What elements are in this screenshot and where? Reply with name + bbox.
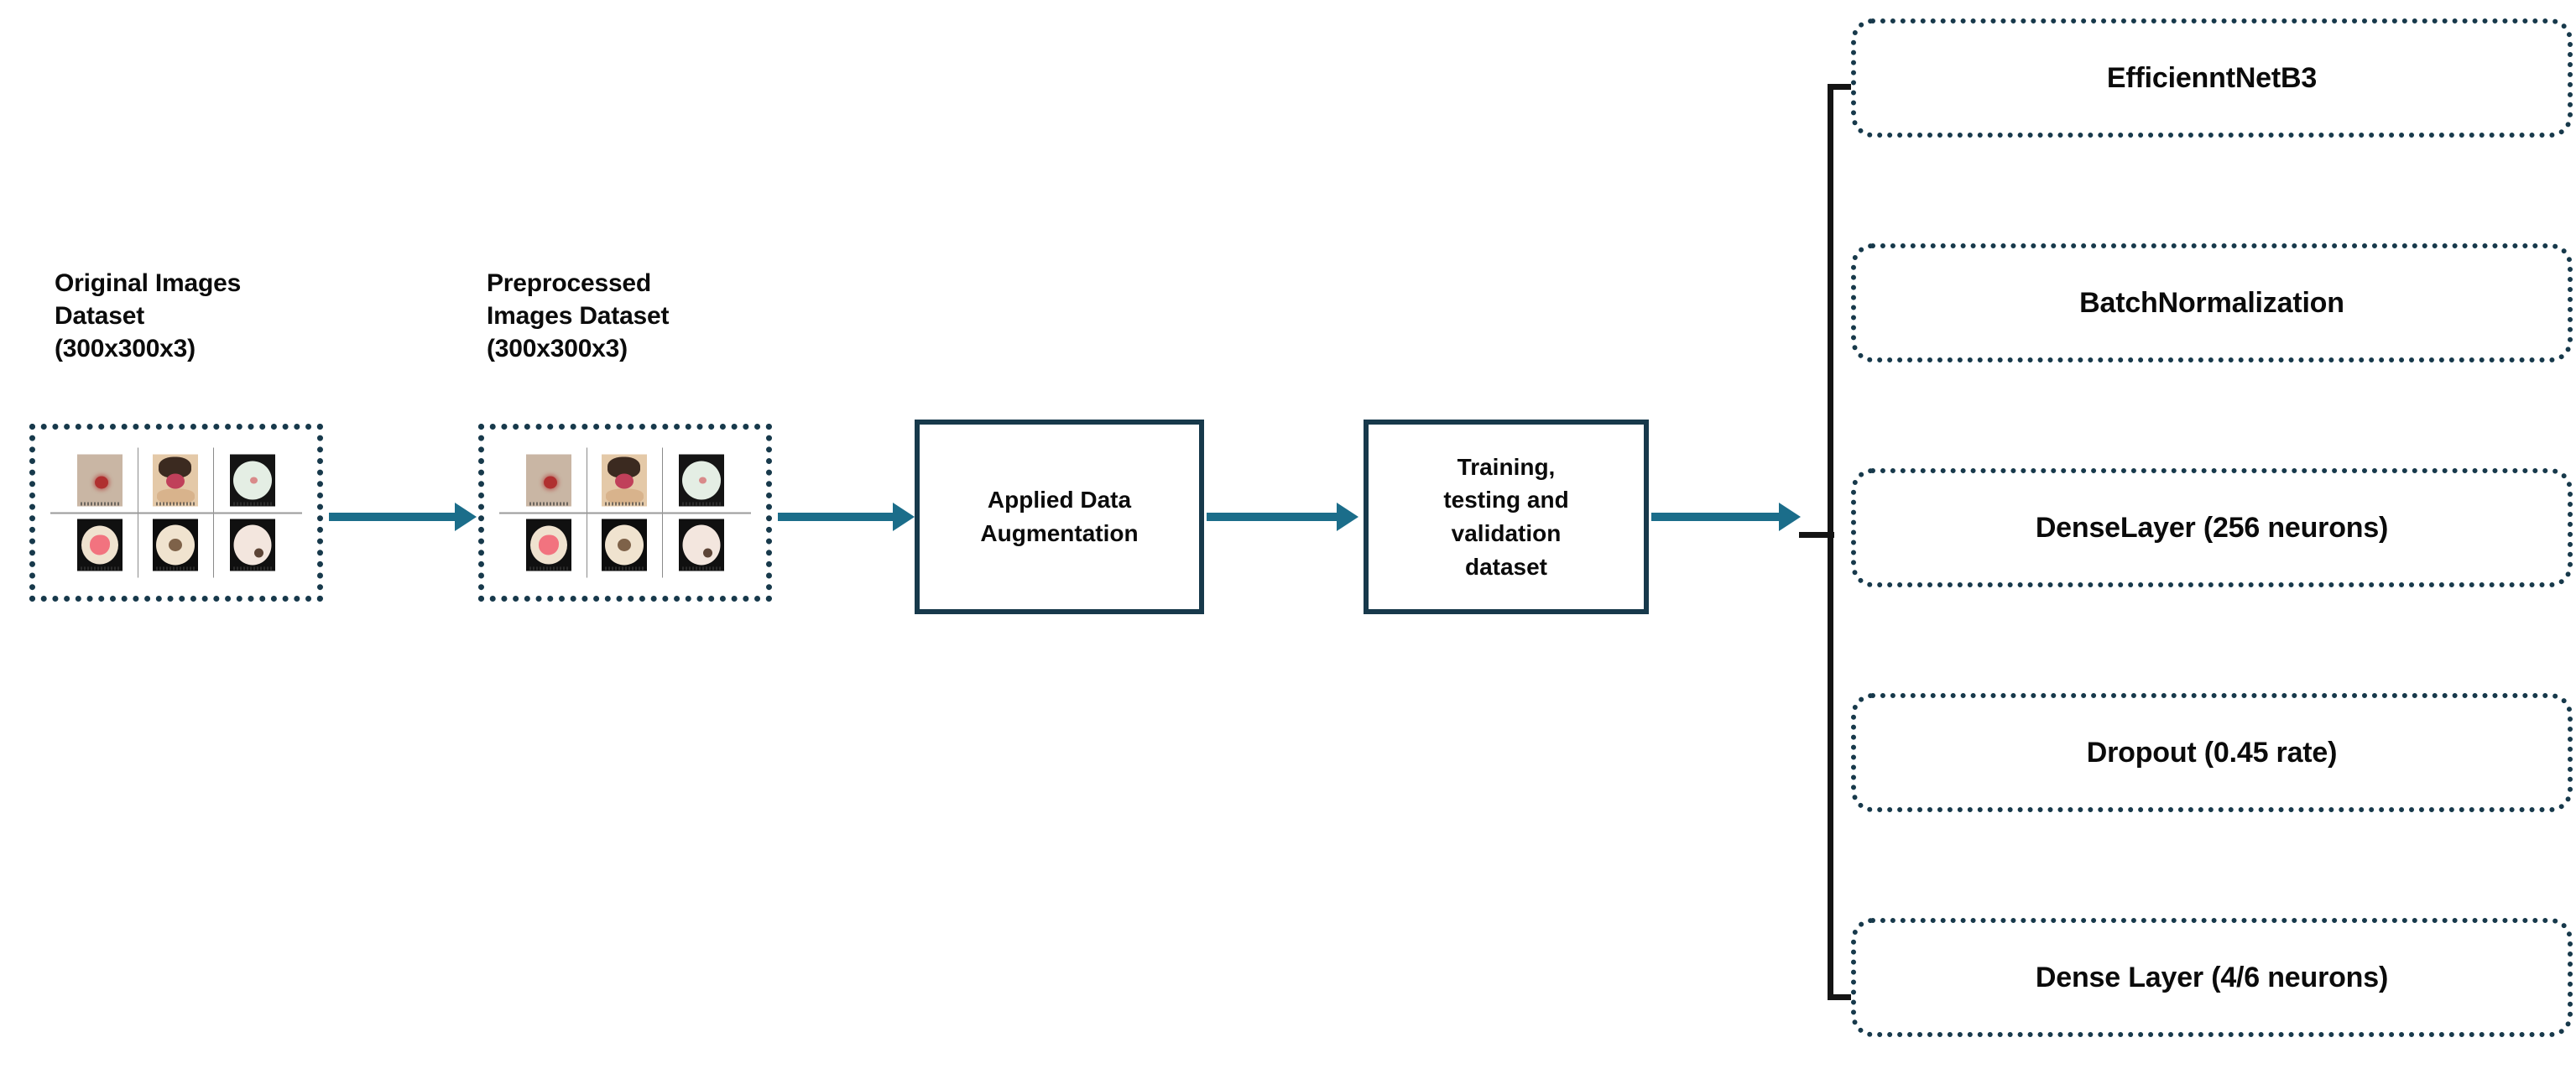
layer-box-dense-256: DenseLayer (256 neurons): [1851, 468, 2573, 587]
thumbnail-cell: [138, 513, 215, 578]
lesion-thumb-4: [76, 519, 123, 571]
lesion-thumb-6: [678, 519, 724, 571]
lesion-thumb-1: [76, 454, 123, 507]
layer-box-dense-output: Dense Layer (4/6 neurons): [1851, 918, 2573, 1037]
lesion-thumb-3: [229, 454, 275, 507]
lesion-thumb-3: [678, 454, 724, 507]
thumbnail-cell: [663, 513, 739, 578]
applied-data-augmentation-box: Applied Data Augmentation: [915, 420, 1204, 614]
lesion-thumb-4: [525, 519, 571, 571]
layer-box-backbone: EfficienntNetB3: [1851, 18, 2573, 138]
lesion-thumb-5: [602, 519, 648, 571]
layer-label-dense-256: DenseLayer (256 neurons): [2035, 511, 2389, 544]
thumbnail-cell: [138, 447, 215, 513]
lesion-thumb-2: [602, 454, 648, 507]
thumbnail-cell: [62, 513, 138, 578]
thumbnail-cell: [511, 513, 587, 578]
original-dataset-caption: Original Images Dataset (300x300x3): [55, 269, 242, 362]
thumbnail-cell: [62, 447, 138, 513]
train-test-validation-label: Training, testing and validation dataset: [1443, 453, 1569, 580]
train-test-validation-box: Training, testing and validation dataset: [1364, 420, 1649, 614]
thumbnail-cell: [587, 447, 664, 513]
thumbnail-cell: [214, 448, 290, 514]
lesion-thumb-2: [153, 454, 199, 507]
lesion-thumb-5: [153, 519, 199, 571]
layer-label-batchnorm: BatchNormalization: [2079, 286, 2344, 319]
layer-label-backbone: EfficienntNetB3: [2106, 61, 2318, 94]
preprocessed-dataset-thumbnail-grid: [511, 447, 739, 578]
thumbnail-cell: [511, 447, 587, 513]
applied-data-augmentation-label: Applied Data Augmentation: [980, 487, 1139, 546]
layer-box-dropout: Dropout (0.45 rate): [1851, 693, 2573, 812]
bracket-entry-stub: [1799, 532, 1834, 538]
thumbnail-cell: [663, 448, 739, 514]
thumbnail-cell: [214, 513, 290, 578]
bracket-vertical-bar: [1828, 84, 1833, 1000]
thumbnail-cell: [587, 513, 664, 578]
preprocessed-dataset-caption: Preprocessed Images Dataset (300x300x3): [487, 269, 670, 362]
layer-label-dropout: Dropout (0.45 rate): [2086, 736, 2338, 769]
original-dataset-thumbnail-grid: [62, 447, 290, 578]
lesion-thumb-6: [229, 519, 275, 571]
preprocessed-dataset-box: [478, 424, 772, 602]
lesion-thumb-1: [525, 454, 571, 507]
original-dataset-box: [29, 424, 323, 602]
layer-box-batchnorm: BatchNormalization: [1851, 243, 2573, 362]
layer-label-dense-output: Dense Layer (4/6 neurons): [2035, 961, 2389, 993]
